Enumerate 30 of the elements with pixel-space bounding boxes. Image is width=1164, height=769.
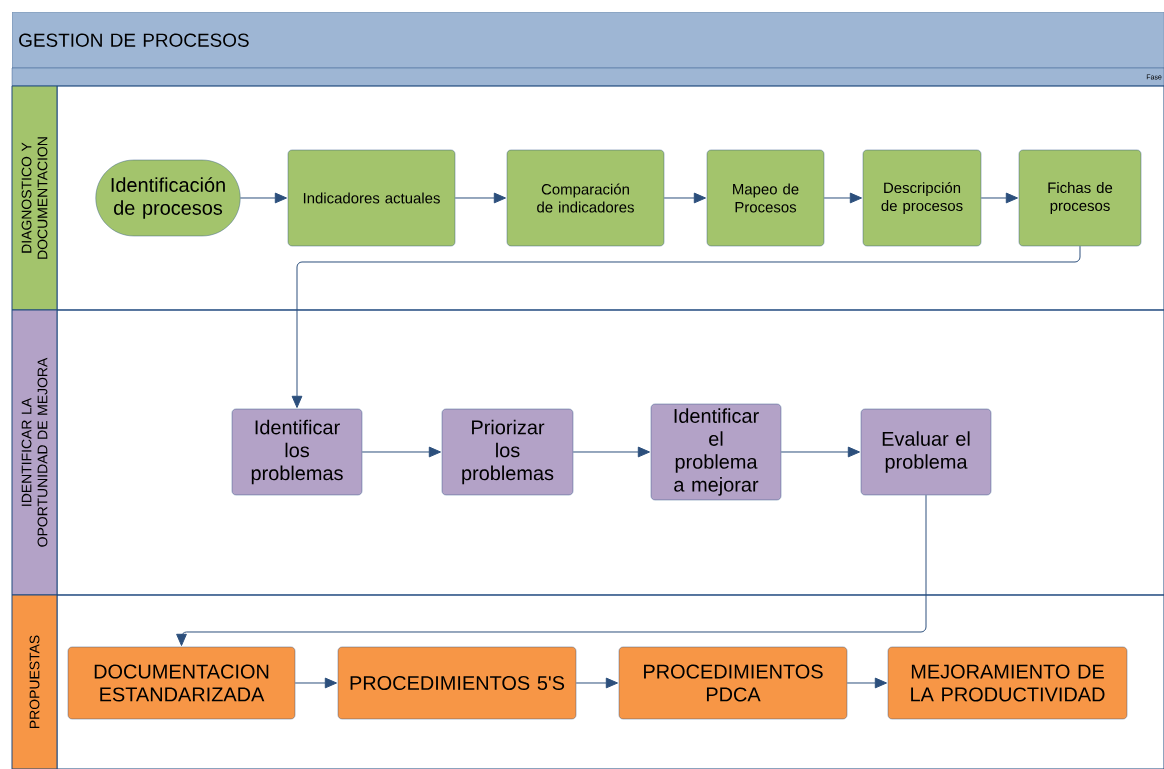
process-box: Evaluar el problema bbox=[860, 408, 992, 496]
process-box: Identificar el problema a mejorar bbox=[650, 403, 782, 501]
start-terminal: Identificación de procesos bbox=[95, 159, 241, 237]
process-box: Mapeo de Procesos bbox=[706, 149, 825, 247]
arrow bbox=[239, 192, 288, 204]
node-label: PROPUESTAS bbox=[29, 635, 40, 728]
process-box: PROCEDIMIENTOS 5'S bbox=[337, 646, 577, 720]
arrow bbox=[980, 192, 1019, 204]
process-box: Identificar los problemas bbox=[231, 408, 363, 496]
process-box: Indicadores actuales bbox=[287, 149, 456, 247]
process-box: Fichas de procesos bbox=[1018, 149, 1142, 247]
arrow bbox=[663, 192, 707, 204]
arrow bbox=[846, 677, 888, 689]
arrow bbox=[780, 446, 861, 458]
arrow bbox=[176, 494, 927, 646]
process-box: Descripción de procesos bbox=[862, 149, 982, 247]
arrow bbox=[361, 446, 442, 458]
process-box: Comparación de indicadores bbox=[506, 149, 665, 247]
arrow bbox=[575, 677, 619, 689]
arrow bbox=[291, 245, 1081, 408]
arrow bbox=[454, 192, 507, 204]
node-label: DIAGNOSTICO Y DOCUMENTACION bbox=[21, 137, 48, 259]
process-box: DOCUMENTACION ESTANDARIZADA bbox=[67, 646, 296, 720]
arrow bbox=[294, 677, 338, 689]
arrow bbox=[572, 446, 651, 458]
process-box: Priorizar los problemas bbox=[441, 408, 574, 496]
process-box: PROCEDIMIENTOS PDCA bbox=[618, 646, 848, 720]
node-label: IDENTIFICAR LA OPORTUNIDAD DE MEJORA bbox=[21, 357, 48, 547]
arrow bbox=[823, 192, 863, 204]
process-box: MEJORAMIENTO DE LA PRODUCTIVIDAD bbox=[887, 646, 1128, 720]
